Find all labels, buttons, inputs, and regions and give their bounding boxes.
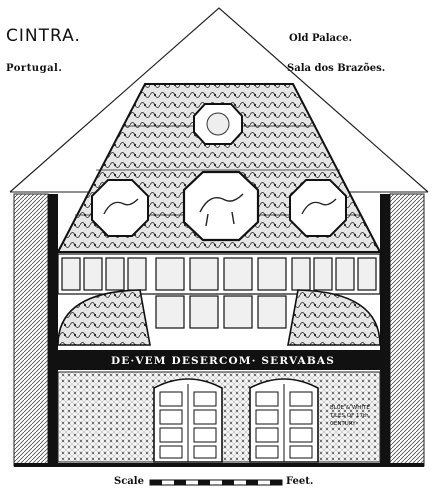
heraldic-panels <box>57 253 381 329</box>
drawing-title: CINTRA. <box>6 26 81 46</box>
tiles-note: BLUE & WHITE TILES OF 17th CENTURY <box>330 405 370 427</box>
scale-unit: Feet. <box>286 476 314 487</box>
octagon-medallion-top <box>193 103 243 145</box>
side-wall-right <box>380 193 425 467</box>
room-label: Sala dos Brazões. <box>287 63 386 74</box>
scale-bar <box>149 479 283 486</box>
side-wall-left <box>13 193 58 467</box>
octagon-medallion-right <box>289 179 347 237</box>
scale-label: Scale <box>114 476 144 487</box>
frieze-band <box>58 350 380 370</box>
octagon-medallion-left <box>91 179 149 237</box>
country-label: Portugal. <box>6 63 63 74</box>
floor <box>14 463 424 467</box>
door-right <box>249 378 319 463</box>
octagon-medallion-center <box>182 170 260 242</box>
lunette-left <box>57 289 151 346</box>
door-left <box>153 378 223 463</box>
frieze-motto: DE·VEM DESERCOM· SERVABAS <box>110 355 336 367</box>
building-label: Old Palace. <box>289 33 352 44</box>
lunette-right <box>287 289 381 346</box>
